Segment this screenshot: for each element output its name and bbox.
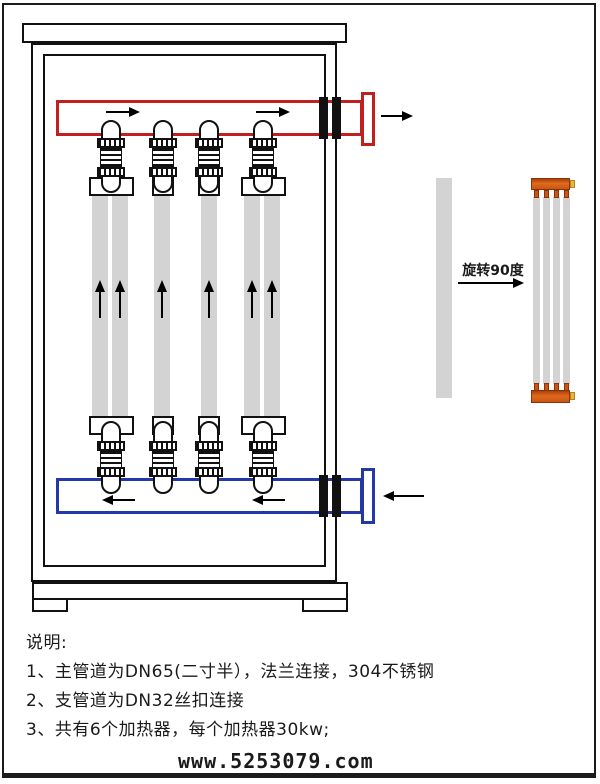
note-line-1: 1、主管道为DN65(二寸半），法兰连接，304不锈钢: [26, 662, 435, 682]
union-nut: [249, 138, 277, 148]
flex-spring: [252, 451, 274, 468]
manifold-stub: [564, 190, 569, 198]
up-flow-arrow-icon: [267, 280, 277, 318]
manifold-tube: [533, 197, 540, 384]
cold-flow-arrow-icon: [252, 495, 285, 505]
manifold-bottom: [531, 390, 570, 403]
union-nut: [97, 467, 125, 477]
union-nut: [148, 167, 177, 177]
union-nut: [249, 441, 277, 451]
flex-spring: [197, 451, 220, 468]
cold-flow-arrow-icon: [102, 495, 135, 505]
page-border: [2, 3, 596, 778]
cabinet-foot-left: [32, 600, 68, 612]
cabinet-top-cap: [22, 23, 347, 43]
watermark-text: www.5253079.com: [178, 749, 374, 773]
outlet-arrow-icon: [381, 111, 413, 121]
heater-edge-view: [436, 178, 452, 398]
up-flow-arrow-icon: [115, 280, 125, 318]
cabinet-foot-right: [302, 600, 348, 612]
union-nut: [148, 441, 177, 451]
flex-spring: [100, 451, 122, 468]
union-nut: [249, 467, 277, 477]
notes-title: 说明:: [26, 633, 68, 653]
manifold-tube: [563, 197, 570, 384]
union-nut: [97, 441, 125, 451]
manifold-cap-top: [570, 180, 575, 188]
hot-flow-arrow-icon: [256, 107, 290, 117]
note-line-2: 2、支管道为DN32丝扣连接: [26, 691, 245, 711]
union-nut: [194, 167, 223, 177]
inlet-arrow-icon: [383, 491, 424, 501]
manifold-stub: [554, 190, 559, 198]
union-nut: [249, 167, 277, 177]
flex-spring: [100, 148, 122, 167]
manifold-tube: [553, 197, 560, 384]
flex-spring: [151, 451, 174, 468]
union-nut: [148, 467, 177, 477]
union-nut: [148, 138, 177, 148]
up-flow-arrow-icon: [95, 280, 105, 318]
rotation-label: 旋转90度: [462, 263, 524, 279]
up-flow-arrow-icon: [157, 280, 167, 318]
manifold-cap-bottom: [570, 392, 575, 400]
wall-seal: [319, 97, 328, 139]
hot-flow-arrow-icon: [106, 107, 140, 117]
flex-spring: [197, 148, 220, 167]
wall-seal: [332, 97, 341, 139]
flex-spring: [151, 148, 174, 167]
union-nut: [194, 138, 223, 148]
notes-block: 说明: 1、主管道为DN65(二寸半），法兰连接，304不锈钢 2、支管道为DN…: [26, 629, 566, 745]
manifold-stub: [544, 190, 549, 198]
hot-outlet-flange: [361, 92, 375, 146]
up-flow-arrow-icon: [204, 280, 214, 318]
note-line-3: 3、共有6个加热器，每个加热器30kw;: [26, 720, 330, 740]
cold-inlet-flange: [361, 468, 375, 524]
manifold-stub: [534, 190, 539, 198]
union-nut: [97, 167, 125, 177]
union-nut: [97, 138, 125, 148]
rotate-arrow-icon: [458, 278, 524, 288]
manifold-top: [531, 178, 570, 190]
wall-seal: [319, 475, 328, 517]
cabinet-base: [32, 582, 348, 600]
union-nut: [194, 441, 223, 451]
manifold-tube: [543, 197, 550, 384]
up-flow-arrow-icon: [247, 280, 257, 318]
flex-spring: [252, 148, 274, 167]
wall-seal: [332, 475, 341, 517]
union-nut: [194, 467, 223, 477]
